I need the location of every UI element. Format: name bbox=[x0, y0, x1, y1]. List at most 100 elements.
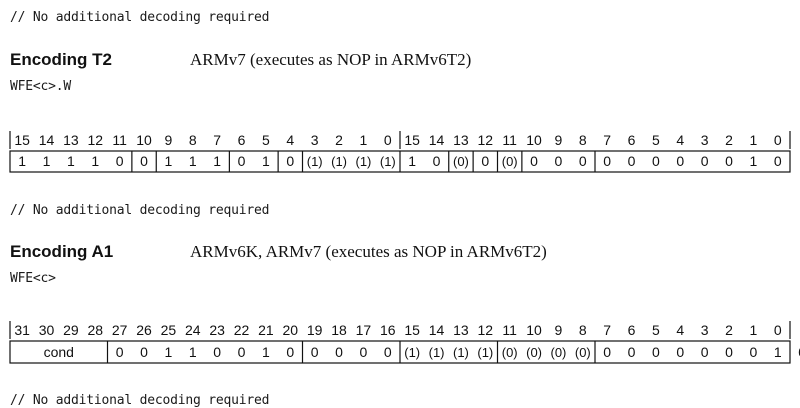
bit-number-label: 8 bbox=[579, 132, 587, 148]
bit-field-value: 0 bbox=[433, 153, 441, 169]
encoding-a1-arch: ARMv6K, ARMv7 (executes as NOP in ARMv6T… bbox=[190, 242, 547, 261]
bit-number-label: 11 bbox=[502, 132, 517, 148]
bit-field-value: 0 bbox=[384, 344, 392, 360]
bit-number-label: 9 bbox=[555, 322, 563, 338]
bit-number-label: 6 bbox=[628, 322, 636, 338]
bit-field-value: 1 bbox=[43, 153, 51, 169]
bit-number-label: 7 bbox=[603, 322, 611, 338]
bit-number-label: 17 bbox=[356, 322, 372, 338]
bit-field-value: 0 bbox=[725, 153, 733, 169]
bit-number-label: 31 bbox=[14, 322, 30, 338]
bit-field-value: 1 bbox=[262, 344, 270, 360]
bit-number-label: 21 bbox=[258, 322, 274, 338]
bit-field-value: 0 bbox=[555, 153, 563, 169]
bit-field-value: (0) bbox=[453, 154, 469, 169]
bit-number-label: 28 bbox=[88, 322, 104, 338]
bit-field-value: (1) bbox=[331, 154, 347, 169]
bit-number-label: 22 bbox=[234, 322, 250, 338]
bit-field-value: 0 bbox=[774, 153, 782, 169]
bit-field-value: 0 bbox=[116, 344, 124, 360]
bit-number-label: 15 bbox=[404, 132, 420, 148]
bit-number-label: 23 bbox=[209, 322, 225, 338]
bit-field-value: 0 bbox=[360, 344, 368, 360]
bit-field-value: 0 bbox=[213, 344, 221, 360]
bit-number-label: 7 bbox=[603, 132, 611, 148]
bit-field-value: 0 bbox=[286, 153, 294, 169]
bit-number-label: 3 bbox=[701, 132, 709, 148]
bit-field-value: 0 bbox=[140, 153, 148, 169]
bit-number-label: 16 bbox=[380, 322, 396, 338]
bit-number-label: 18 bbox=[331, 322, 347, 338]
bit-field-value: 0 bbox=[579, 153, 587, 169]
bit-number-label: 6 bbox=[238, 132, 246, 148]
bit-number-label: 2 bbox=[725, 132, 733, 148]
bit-field-value: 0 bbox=[701, 344, 709, 360]
bit-field-value: 0 bbox=[676, 344, 684, 360]
bit-number-label: 5 bbox=[652, 322, 660, 338]
bit-number-label: 11 bbox=[502, 322, 517, 338]
bit-number-label: 4 bbox=[286, 132, 294, 148]
bit-field-value: 0 bbox=[628, 153, 636, 169]
bit-field-value: (0) bbox=[502, 345, 518, 360]
bit-field-value: (1) bbox=[404, 345, 420, 360]
bit-number-label: 15 bbox=[14, 132, 30, 148]
bit-number-label: 9 bbox=[165, 132, 173, 148]
bit-field-value: 0 bbox=[238, 344, 246, 360]
bit-number-label: 1 bbox=[750, 322, 758, 338]
bit-number-label: 10 bbox=[526, 322, 542, 338]
bit-field-value: 0 bbox=[750, 344, 758, 360]
bit-field-value: 1 bbox=[408, 153, 416, 169]
bit-number-label: 10 bbox=[526, 132, 542, 148]
bit-number-label: 14 bbox=[429, 322, 445, 338]
bit-field-value: 0 bbox=[701, 153, 709, 169]
bit-number-label: 5 bbox=[652, 132, 660, 148]
bit-field-value: (1) bbox=[380, 154, 396, 169]
encoding-a1-syntax: WFE<c> bbox=[10, 271, 56, 286]
bit-field-value: 0 bbox=[311, 344, 319, 360]
bit-field-value: 0 bbox=[603, 344, 611, 360]
bit-number-label: 15 bbox=[404, 322, 420, 338]
encoding-t2-title: Encoding T2 bbox=[10, 50, 112, 69]
bit-field-value: (1) bbox=[355, 154, 371, 169]
bit-field-value: 1 bbox=[18, 153, 26, 169]
bit-field-value: 0 bbox=[652, 153, 660, 169]
bit-number-label: 0 bbox=[384, 132, 392, 148]
bit-field-value: 1 bbox=[189, 153, 197, 169]
bit-field-value: 1 bbox=[774, 344, 782, 360]
bit-field-value: (1) bbox=[429, 345, 445, 360]
bit-field-value: 0 bbox=[530, 153, 538, 169]
bit-field-value: 0 bbox=[116, 153, 124, 169]
bit-field-value: 1 bbox=[165, 153, 173, 169]
bit-field-value: 1 bbox=[165, 344, 173, 360]
bit-number-label: 1 bbox=[750, 132, 758, 148]
bit-number-label: 14 bbox=[429, 132, 445, 148]
bit-field-value: (1) bbox=[477, 345, 493, 360]
bit-field-value: 0 bbox=[335, 344, 343, 360]
bit-number-label: 13 bbox=[453, 132, 469, 148]
cond-field-label: cond bbox=[44, 344, 74, 360]
bit-field-value: 0 bbox=[140, 344, 148, 360]
encoding-a1-title: Encoding A1 bbox=[10, 242, 114, 261]
bit-field-value: 0 bbox=[725, 344, 733, 360]
bit-field-value: 1 bbox=[189, 344, 197, 360]
bit-number-label: 1 bbox=[360, 132, 368, 148]
note-mid: // No additional decoding required bbox=[10, 203, 270, 218]
bit-field-value: 0 bbox=[628, 344, 636, 360]
bit-field-value: (0) bbox=[502, 154, 518, 169]
bit-number-label: 3 bbox=[311, 132, 319, 148]
bit-number-label: 10 bbox=[136, 132, 152, 148]
bit-number-label: 5 bbox=[262, 132, 270, 148]
bit-field-value: 0 bbox=[238, 153, 246, 169]
note-bottom: // No additional decoding required bbox=[10, 393, 270, 408]
bit-field-value: (0) bbox=[550, 345, 566, 360]
bit-field-value: (0) bbox=[575, 345, 591, 360]
bit-number-label: 20 bbox=[283, 322, 299, 338]
bit-number-label: 30 bbox=[39, 322, 55, 338]
bit-number-label: 8 bbox=[189, 132, 197, 148]
bit-field-value: 1 bbox=[213, 153, 221, 169]
bit-field-value: 0 bbox=[676, 153, 684, 169]
bit-number-label: 11 bbox=[112, 132, 127, 148]
note-top: // No additional decoding required bbox=[10, 10, 270, 25]
